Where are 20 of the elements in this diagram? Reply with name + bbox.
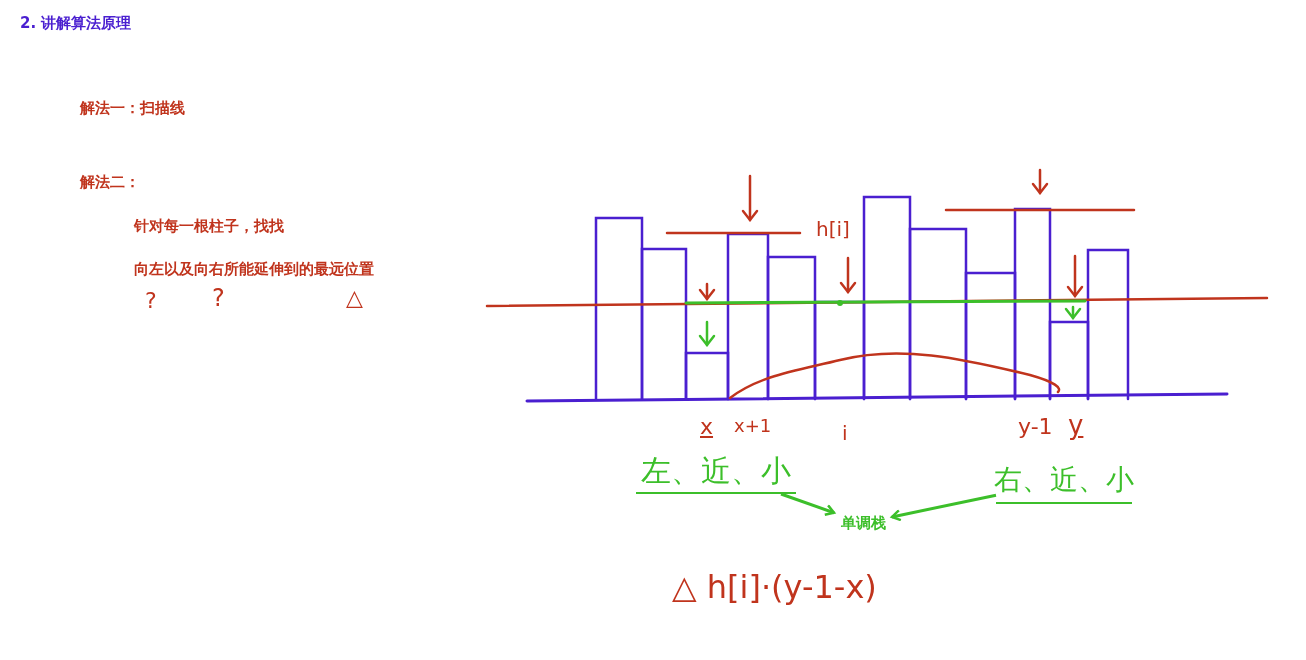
handwritten-note: 右、近、小 — [996, 458, 1132, 504]
method-heading: 解法一：扫描线 — [80, 98, 185, 119]
handwritten-label: x — [700, 413, 714, 441]
handwritten-label: x+1 — [734, 414, 772, 438]
handwritten-label: y — [1068, 409, 1084, 442]
formula-text: △ h[i]·(y-1-x) — [672, 567, 877, 608]
handwritten-label: h[i] — [816, 216, 850, 243]
handwritten-note: 单调栈 — [834, 511, 892, 535]
question-mark: ? — [212, 283, 225, 314]
arrow — [890, 493, 997, 522]
arrow — [780, 492, 836, 517]
section-title: 2. 讲解算法原理 — [20, 13, 132, 34]
description-text: 向左以及向右所能延伸到的最远位置 — [134, 259, 374, 280]
question-mark: ? — [145, 287, 157, 315]
method-heading: 解法二： — [80, 172, 140, 193]
handwritten-note: 左、近、小 — [636, 448, 796, 494]
description-text: 针对每一根柱子，找找 — [134, 216, 284, 237]
handwritten-label: y-1 — [1018, 413, 1053, 441]
triangle-mark: △ — [346, 284, 363, 312]
handwritten-label: i — [842, 420, 848, 447]
